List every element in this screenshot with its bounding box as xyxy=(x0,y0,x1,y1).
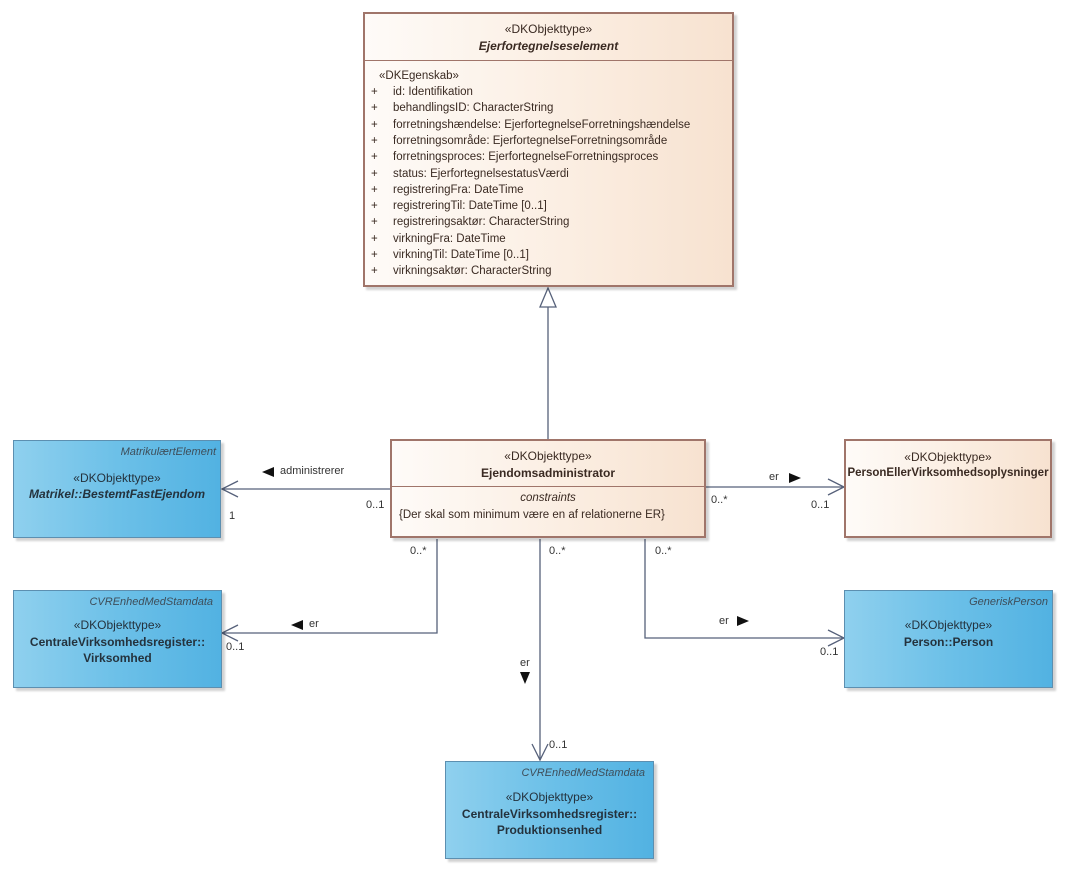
er-person-direction-icon xyxy=(737,616,749,626)
class-tag: CVREnhedMedStamdata xyxy=(521,767,645,779)
class-name: Person::Person xyxy=(903,635,994,649)
attribute-row: + virkningsaktør: CharacterString xyxy=(371,265,552,277)
class-divider xyxy=(365,60,732,61)
attribute-row: + virkningFra: DateTime xyxy=(371,233,506,245)
attribute-row: + registreringsaktør: CharacterString xyxy=(371,216,569,228)
er-virksomhed-arrowhead xyxy=(220,624,239,642)
er-virksomhed-line xyxy=(222,539,438,634)
visibility-marker: + xyxy=(371,118,378,131)
attribute-row: + forretningsproces: EjerfortegnelseForre… xyxy=(371,151,658,163)
administrerer-arrowhead xyxy=(220,480,239,498)
er-direction-icon xyxy=(789,473,801,483)
er-produktionsenhed-source-multiplicity: 0..* xyxy=(549,545,566,557)
attribute-text: registreringFra: DateTime xyxy=(393,183,524,196)
attribute-text: virkningTil: DateTime [0..1] xyxy=(393,249,529,261)
attribute-row: + forretningsområde: EjerfortegnelseForre… xyxy=(371,135,667,147)
er-virksomhed-direction-icon xyxy=(291,620,303,630)
constraints-label: constraints xyxy=(520,492,576,504)
administrerer-target-multiplicity: 1 xyxy=(229,510,236,522)
visibility-marker: + xyxy=(371,232,378,245)
er-person-source-multiplicity: 0..* xyxy=(655,545,672,557)
visibility-marker: + xyxy=(371,151,378,164)
class-person-eller-virksomhedsoplysninger[interactable]: «DKObjekttype» PersonEllerVirksomhedsopl… xyxy=(844,439,1052,538)
attribute-text: forretningsområde: EjerfortegnelseForret… xyxy=(393,134,668,147)
attribute-text: forretningshændelse: EjerfortegnelseForr… xyxy=(393,118,691,131)
class-tag: GeneriskPerson xyxy=(969,596,1048,608)
class-name: Matrikel::BestemtFastEjendom xyxy=(28,487,206,501)
visibility-marker: + xyxy=(371,167,378,180)
class-stereotype: «DKObjekttype» xyxy=(73,618,162,632)
attribute-row: + registreringTil: DateTime [0..1] xyxy=(371,200,547,212)
class-person[interactable]: GeneriskPerson «DKObjekttype» Person::Pe… xyxy=(844,590,1053,688)
attribute-row: + status: EjerfortegnelsestatusVærdi xyxy=(371,168,569,180)
attribute-text: registreringsaktør: CharacterString xyxy=(393,216,570,229)
visibility-marker: + xyxy=(371,216,378,229)
attribute-row: + behandlingsID: CharacterString xyxy=(371,102,553,114)
er-person-label: er xyxy=(719,615,729,627)
attribute-row: + id: Identifikation xyxy=(371,86,473,98)
attribute-row: + virkningTil: DateTime [0..1] xyxy=(371,249,529,261)
attribute-text: virkningsaktør: CharacterString xyxy=(393,265,552,278)
class-stereotype: «DKObjekttype» xyxy=(505,790,594,804)
class-tag: CVREnhedMedStamdata xyxy=(89,596,213,608)
visibility-marker: + xyxy=(371,183,378,196)
class-name-line1: CentraleVirksomhedsregister:: xyxy=(29,635,206,649)
er-person-target-multiplicity: 0..1 xyxy=(820,646,839,658)
class-name-line2: Produktionsenhed xyxy=(496,823,603,837)
er-virksomhed-source-multiplicity: 0..* xyxy=(410,545,427,557)
class-stereotype: «DKObjekttype» xyxy=(504,22,593,36)
class-name-line2: Virksomhed xyxy=(83,651,152,665)
er-person-eller-virksomhed-target-multiplicity: 0..1 xyxy=(811,499,830,511)
er-person-eller-virksomhed-label: er xyxy=(769,471,779,483)
class-name: Ejerfortegnelseselement xyxy=(478,39,619,53)
attribute-text: behandlingsID: CharacterString xyxy=(393,102,554,115)
visibility-marker: + xyxy=(371,249,378,261)
visibility-marker: + xyxy=(371,86,378,98)
er-virksomhed-label: er xyxy=(309,618,319,630)
er-person-eller-virksomhed-source-multiplicity: 0..* xyxy=(711,494,728,506)
class-divider xyxy=(392,486,704,487)
class-produktionsenhed[interactable]: CVREnhedMedStamdata «DKObjekttype» Centr… xyxy=(445,761,654,859)
class-stereotype: «DKObjekttype» xyxy=(504,449,592,463)
er-produktionsenhed-label: er xyxy=(520,657,530,669)
class-ejerfortegnelseselement[interactable]: «DKObjekttype» Ejerfortegnelseselement «… xyxy=(363,12,734,287)
er-produktionsenhed-direction-icon xyxy=(520,672,530,684)
attribute-text: forretningsproces: EjerfortegnelseForret… xyxy=(393,151,659,164)
class-bestemt-fast-ejendom[interactable]: MatrikulærtElement «DKObjekttype» Matrik… xyxy=(13,440,221,538)
er-person-line xyxy=(644,539,844,639)
constraint-text: {Der skal som minimum være en af relatio… xyxy=(399,509,665,521)
visibility-marker: + xyxy=(371,265,378,278)
attribute-text: id: Identifikation xyxy=(393,86,473,98)
attribute-row: + registreringFra: DateTime xyxy=(371,184,524,196)
er-virksomhed-target-multiplicity: 0..1 xyxy=(226,641,245,653)
attribute-stereotype: «DKEgenskab» xyxy=(379,70,459,82)
class-name-line1: CentraleVirksomhedsregister:: xyxy=(461,807,638,821)
attribute-text: virkningFra: DateTime xyxy=(393,232,506,245)
class-name: PersonEllerVirksomhedsoplysninger xyxy=(847,467,1049,479)
class-virksomhed[interactable]: CVREnhedMedStamdata «DKObjekttype» Centr… xyxy=(13,590,222,688)
class-stereotype: «DKObjekttype» xyxy=(73,471,161,485)
class-name: Ejendomsadministrator xyxy=(480,466,616,480)
attribute-row: + forretningshændelse: EjerfortegnelseFor… xyxy=(371,119,690,131)
class-ejendomsadministrator[interactable]: «DKObjekttype» Ejendomsadministrator con… xyxy=(390,439,706,538)
administrerer-label: administrerer xyxy=(280,465,345,477)
visibility-marker: + xyxy=(371,134,378,147)
visibility-marker: + xyxy=(371,200,378,213)
er-produktionsenhed-target-multiplicity: 0..1 xyxy=(549,739,568,751)
attribute-text: status: EjerfortegnelsestatusVærdi xyxy=(393,167,569,180)
attribute-text: registreringTil: DateTime [0..1] xyxy=(393,200,547,213)
administrerer-direction-icon xyxy=(262,467,274,477)
er-produktionsenhed-arrowhead xyxy=(531,743,549,762)
class-tag: MatrikulærtElement xyxy=(120,446,216,458)
class-stereotype: «DKObjekttype» xyxy=(904,450,992,464)
generalization-arrowhead xyxy=(539,286,557,308)
administrerer-source-multiplicity: 0..1 xyxy=(366,499,385,511)
class-stereotype: «DKObjekttype» xyxy=(904,618,993,632)
visibility-marker: + xyxy=(371,102,378,115)
